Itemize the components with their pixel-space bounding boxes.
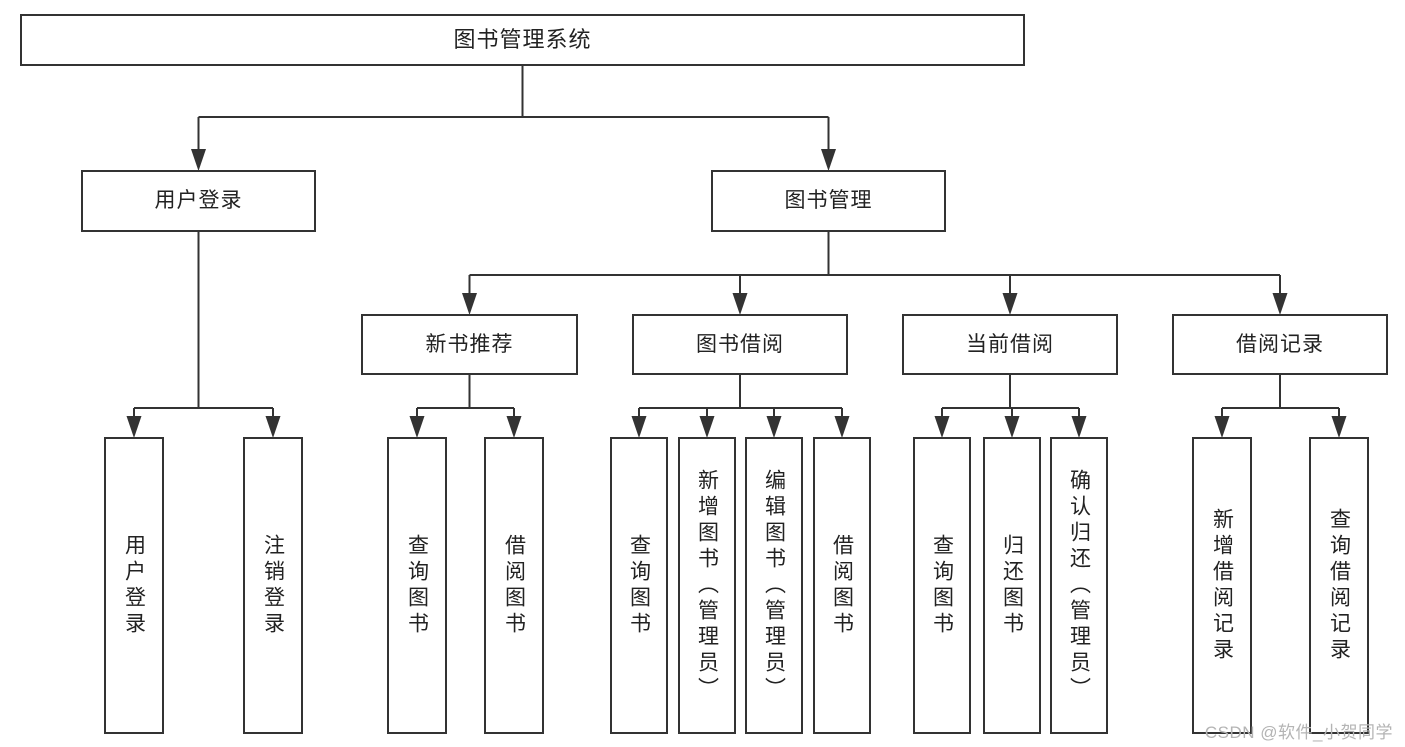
node-label: 用户登录 [154, 189, 243, 213]
node-label: 借阅图书 [830, 533, 854, 638]
node-user-login[interactable]: 用户登录 [81, 170, 316, 232]
node-leaf-add-record[interactable]: 新增借阅记录 [1192, 437, 1252, 734]
node-new-book-recommend[interactable]: 新书推荐 [361, 314, 578, 375]
node-leaf-add-book[interactable]: 新增图书（管理员） [678, 437, 736, 734]
node-root[interactable]: 图书管理系统 [20, 14, 1025, 66]
node-label: 新增图书（管理员） [695, 468, 719, 703]
node-leaf-logout[interactable]: 注销登录 [243, 437, 303, 734]
node-book-borrow[interactable]: 图书借阅 [632, 314, 848, 375]
node-leaf-query-book-rec[interactable]: 查询图书 [387, 437, 447, 734]
node-label: 新书推荐 [425, 332, 514, 356]
node-borrow-record[interactable]: 借阅记录 [1172, 314, 1388, 375]
node-label: 注销登录 [261, 533, 285, 638]
node-label: 编辑图书（管理员） [762, 468, 786, 703]
node-leaf-borrow-book[interactable]: 借阅图书 [813, 437, 871, 734]
node-label: 当前借阅 [966, 332, 1054, 356]
node-label: 归还图书 [1000, 533, 1024, 638]
node-leaf-return-book[interactable]: 归还图书 [983, 437, 1041, 734]
node-label: 查询借阅记录 [1327, 507, 1351, 664]
node-leaf-user-login[interactable]: 用户登录 [104, 437, 164, 734]
csdn-watermark: CSDN @软件_小贺同学 [1204, 723, 1393, 742]
node-label: 借阅图书 [502, 533, 526, 638]
node-label: 查询图书 [405, 533, 429, 638]
node-label: 图书管理系统 [453, 26, 592, 52]
node-label: 图书管理 [784, 189, 873, 213]
node-label: 查询图书 [627, 533, 651, 638]
node-leaf-borrow-book-rec[interactable]: 借阅图书 [484, 437, 544, 734]
node-leaf-query-book-cur[interactable]: 查询图书 [913, 437, 971, 734]
node-current-borrow[interactable]: 当前借阅 [902, 314, 1118, 375]
node-label: 新增借阅记录 [1210, 507, 1234, 664]
node-leaf-query-record[interactable]: 查询借阅记录 [1309, 437, 1369, 734]
node-label: 查询图书 [930, 533, 954, 638]
node-label: 借阅记录 [1236, 332, 1324, 356]
node-label: 图书借阅 [696, 332, 784, 356]
node-label: 确认归还（管理员） [1067, 468, 1091, 703]
node-label: 用户登录 [122, 533, 146, 638]
node-book-manage[interactable]: 图书管理 [711, 170, 946, 232]
node-leaf-edit-book[interactable]: 编辑图书（管理员） [745, 437, 803, 734]
node-leaf-query-book-borrow[interactable]: 查询图书 [610, 437, 668, 734]
node-leaf-confirm-return[interactable]: 确认归还（管理员） [1050, 437, 1108, 734]
